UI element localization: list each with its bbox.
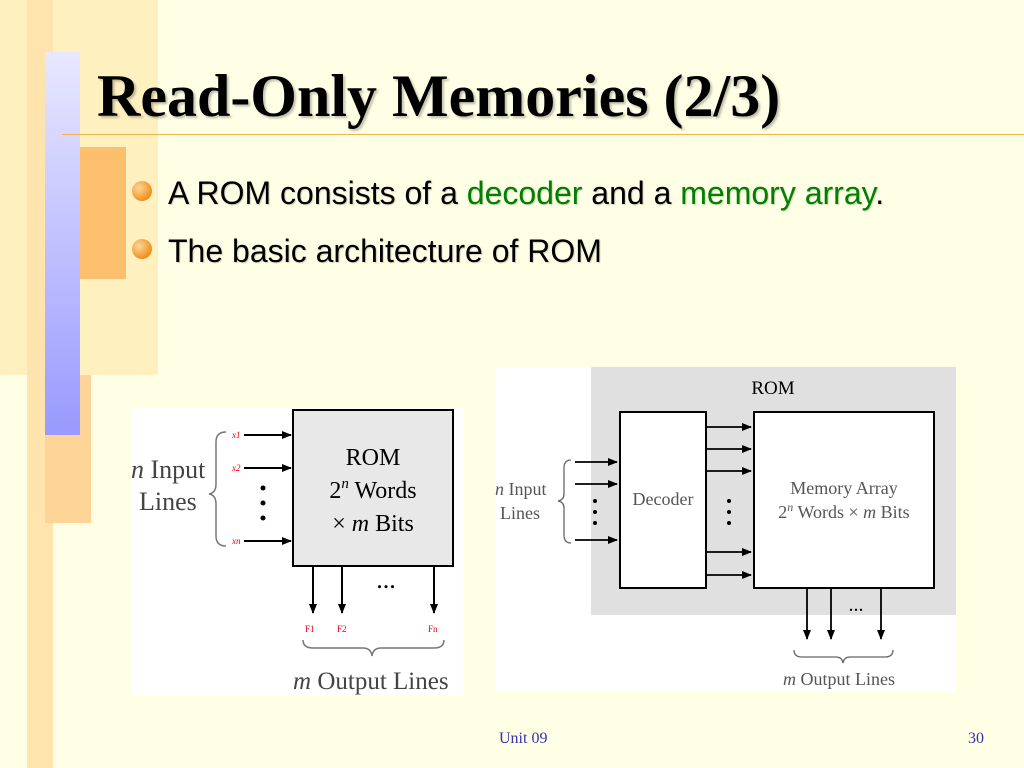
svg-text:F1: F1 (305, 624, 315, 634)
input-vertical-dots (260, 485, 266, 521)
bullet-basic-architecture: The basic architecture of ROM (130, 226, 990, 276)
memory-array-box: Memory Array 2n Words × m Bits (753, 411, 935, 589)
rom-enclosure-label: ROM (751, 378, 794, 399)
input-arrow-x1: x1 (231, 430, 292, 440)
footer-page-number: 30 (968, 730, 984, 747)
rom-architecture-diagram: ROM n Input Lines Decoder Memory Array 2… (495, 367, 956, 691)
bullet-rom-consists: A ROM consists of a decoder and a memory… (130, 168, 990, 218)
rom-box: ROM 2n Words × m Bits (292, 409, 454, 567)
svg-text:× m Bits: × m Bits (332, 511, 414, 537)
svg-text:ROM: ROM (346, 445, 401, 471)
output-dots: ... (849, 594, 864, 616)
svg-text:2n Words: 2n Words (329, 476, 416, 504)
svg-text:n Input: n Input (131, 455, 206, 484)
decoder-vertical-dots (727, 499, 731, 525)
term-decoder: decoder (466, 175, 583, 211)
input-lines-label: n Input Lines (131, 455, 206, 516)
output-brace (302, 639, 445, 657)
rom-block-diagram: n Input Lines x1 x2 xn ROM 2n Words × m … (131, 408, 463, 696)
output-brace (793, 649, 894, 664)
output-lines-label: m Output Lines (293, 668, 449, 695)
output-arrow-fn: Fn (428, 567, 438, 634)
footer-unit: Unit 09 (499, 730, 548, 747)
output-arrow-f2: F2 (337, 567, 347, 634)
output-arrow-f1: F1 (305, 567, 317, 634)
svg-text:Decoder: Decoder (633, 489, 694, 509)
output-dots: ... (376, 565, 396, 594)
bullet-list: A ROM consists of a decoder and a memory… (130, 168, 990, 276)
input-arrows (575, 458, 618, 544)
decoder-box: Decoder (619, 411, 707, 589)
bullet-dot-icon (132, 181, 152, 201)
input-lines-label: n Input Lines (495, 479, 547, 523)
input-arrow-xn: xn (231, 536, 292, 546)
svg-text:n Input: n Input (495, 479, 547, 499)
output-arrows (803, 588, 885, 640)
svg-text:x1: x1 (231, 430, 241, 440)
svg-text:Lines: Lines (500, 503, 540, 523)
bullet-dot-icon (132, 239, 152, 259)
title-rule (62, 134, 1024, 135)
svg-text:x2: x2 (231, 463, 241, 473)
output-lines-label: m Output Lines (783, 669, 895, 689)
input-vertical-dots (593, 499, 597, 525)
svg-text:Lines: Lines (139, 487, 197, 516)
decor-bar-blue (45, 52, 80, 435)
input-arrow-x2: x2 (231, 463, 292, 473)
decoder-output-arrows (706, 423, 752, 579)
svg-text:Memory Array: Memory Array (790, 478, 897, 498)
svg-text:Fn: Fn (428, 624, 438, 634)
svg-text:xn: xn (231, 536, 241, 546)
svg-text:F2: F2 (337, 624, 347, 634)
input-brace (557, 459, 572, 544)
svg-text:2n Words × m Bits: 2n Words × m Bits (778, 500, 909, 522)
input-brace (208, 431, 227, 547)
slide-title: Read-Only Memories (2/3) (97, 63, 781, 129)
term-memory-array: memory array (680, 175, 876, 211)
